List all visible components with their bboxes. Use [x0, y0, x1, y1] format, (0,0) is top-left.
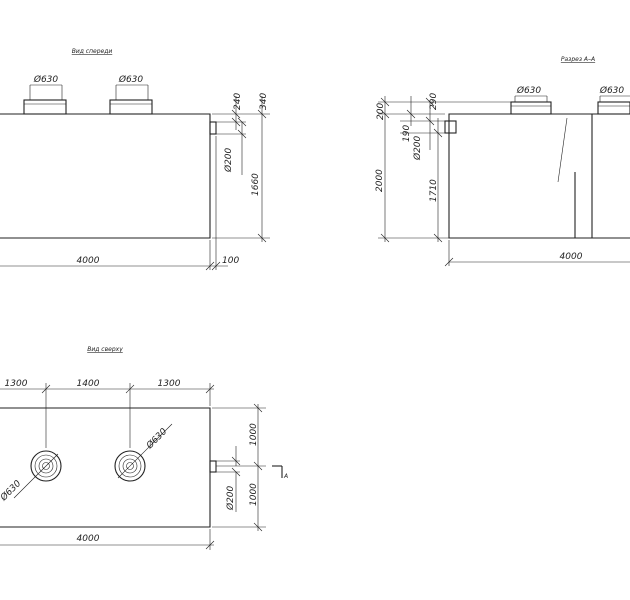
front-pipe-right-label: Ø630	[118, 74, 144, 85]
section-mark-label: А	[283, 473, 288, 480]
front-dim-1660: 1660	[251, 173, 261, 196]
top-dim-d630-right: Ø630	[144, 426, 170, 452]
section-side-inlet	[444, 120, 457, 134]
front-dim-4000: 4000	[77, 256, 100, 266]
section-dim-200: 200	[376, 103, 386, 120]
front-pipe-left-label: Ø630	[33, 74, 59, 85]
front-side-outlet	[209, 121, 217, 135]
top-dim-1000-lower: 1000	[249, 483, 259, 506]
section-cut-marker: А	[272, 465, 288, 480]
top-dim-4000: 4000	[77, 534, 100, 544]
front-tank-outline	[0, 113, 211, 239]
front-manhole-right	[109, 99, 153, 115]
front-view: Вид спереди Ø630 Ø630	[0, 48, 270, 271]
top-manhole-right	[114, 450, 146, 482]
top-manhole-left	[30, 450, 62, 482]
section-view: Разрез А–А Ø630 Ø630	[375, 56, 630, 267]
section-dim-4000: 4000	[560, 252, 583, 262]
front-dim-100: 100	[222, 256, 239, 266]
section-dim-190: 190	[402, 125, 412, 142]
front-dim-240: 240	[233, 93, 243, 110]
front-dim-d200: Ø200	[223, 147, 234, 173]
section-manhole-left	[510, 101, 552, 115]
section-view-title: Разрез А–А	[561, 56, 595, 63]
top-dim-1300-right: 1300	[158, 379, 181, 389]
top-dim-1000-upper: 1000	[249, 423, 259, 446]
section-dim-d200: Ø200	[412, 135, 423, 161]
front-view-title: Вид спереди	[72, 48, 113, 55]
front-dim-340: 340	[259, 93, 269, 110]
front-manhole-left	[23, 99, 67, 115]
top-dim-d200: Ø200	[225, 485, 236, 511]
section-dim-1710: 1710	[429, 179, 439, 202]
section-tank-outline	[448, 113, 630, 239]
top-side-outlet	[209, 460, 217, 473]
section-pipe-right-label: Ø630	[599, 85, 625, 96]
top-dim-1300-left: 1300	[5, 379, 28, 389]
top-dim-1400: 1400	[77, 379, 100, 389]
section-dim-2000: 2000	[375, 169, 385, 192]
section-dim-290: 290	[429, 93, 439, 110]
top-view: Вид сверху Ø630 Ø630 1300 140	[0, 346, 288, 550]
top-view-title: Вид сверху	[87, 346, 123, 353]
top-dim-d630-left: Ø630	[0, 478, 23, 504]
section-manhole-right	[597, 101, 630, 115]
section-pipe-left-label: Ø630	[516, 85, 542, 96]
